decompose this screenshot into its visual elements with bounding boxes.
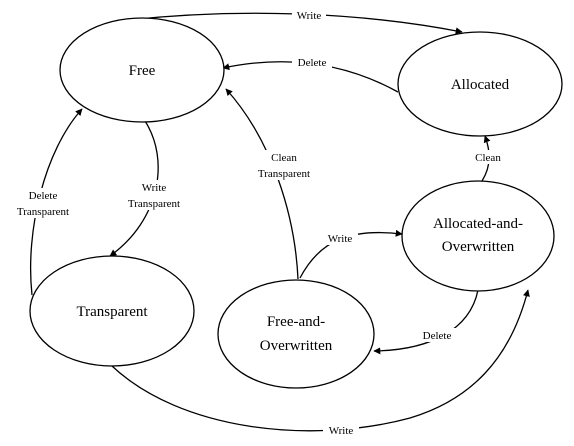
edge-label-delete: Delete — [298, 57, 327, 69]
node-allocated-and-overwritten-label-1: Allocated-and- — [433, 216, 523, 232]
edge-allocated-to-free: Delete — [222, 55, 399, 93]
node-allocated-label: Allocated — [451, 77, 510, 93]
edge-label-write-3: Write — [329, 425, 354, 437]
edge-allocated-overwritten-to-allocated: Clean — [470, 135, 504, 182]
node-allocated: Allocated — [397, 31, 563, 137]
edge-label-write-2: Write — [328, 233, 353, 245]
edge-label-delete-transparent-2: Transparent — [17, 206, 69, 218]
edge-free-to-transparent: Write Transparent — [109, 120, 190, 257]
node-allocated-and-overwritten: Allocated-and- Overwritten — [401, 180, 555, 292]
edge-label-clean-transparent-1: Clean — [271, 152, 297, 164]
edge-allocated-overwritten-to-free-overwritten: Delete — [373, 289, 479, 355]
edge-transparent-to-allocated-overwritten: Write — [111, 289, 530, 437]
edge-label-write-transparent-2: Transparent — [128, 198, 180, 210]
node-transparent: Transparent — [29, 255, 195, 367]
edge-free-to-allocated: Write — [127, 8, 463, 35]
edge-label-delete-2: Delete — [423, 330, 452, 342]
edge-label-delete-transparent-1: Delete — [29, 190, 58, 202]
node-transparent-label: Transparent — [76, 304, 148, 320]
edge-label-clean: Clean — [475, 152, 501, 164]
node-free-label: Free — [129, 63, 156, 79]
edge-label-write-transparent-1: Write — [142, 182, 167, 194]
edge-transparent-to-free: Delete Transparent — [6, 108, 83, 296]
edge-label-write: Write — [297, 10, 322, 22]
node-free: Free — [59, 17, 225, 123]
edge-label-clean-transparent-2: Transparent — [258, 168, 310, 180]
node-free-and-overwritten: Free-and- Overwritten — [217, 279, 375, 389]
edge-free-overwritten-to-free: Clean Transparent — [225, 88, 321, 280]
node-free-and-overwritten-label-2: Overwritten — [260, 338, 333, 354]
node-free-and-overwritten-label-1: Free-and- — [267, 314, 325, 330]
edge-free-overwritten-to-allocated-overwritten: Write — [299, 229, 403, 279]
node-allocated-and-overwritten-label-2: Overwritten — [442, 239, 515, 255]
